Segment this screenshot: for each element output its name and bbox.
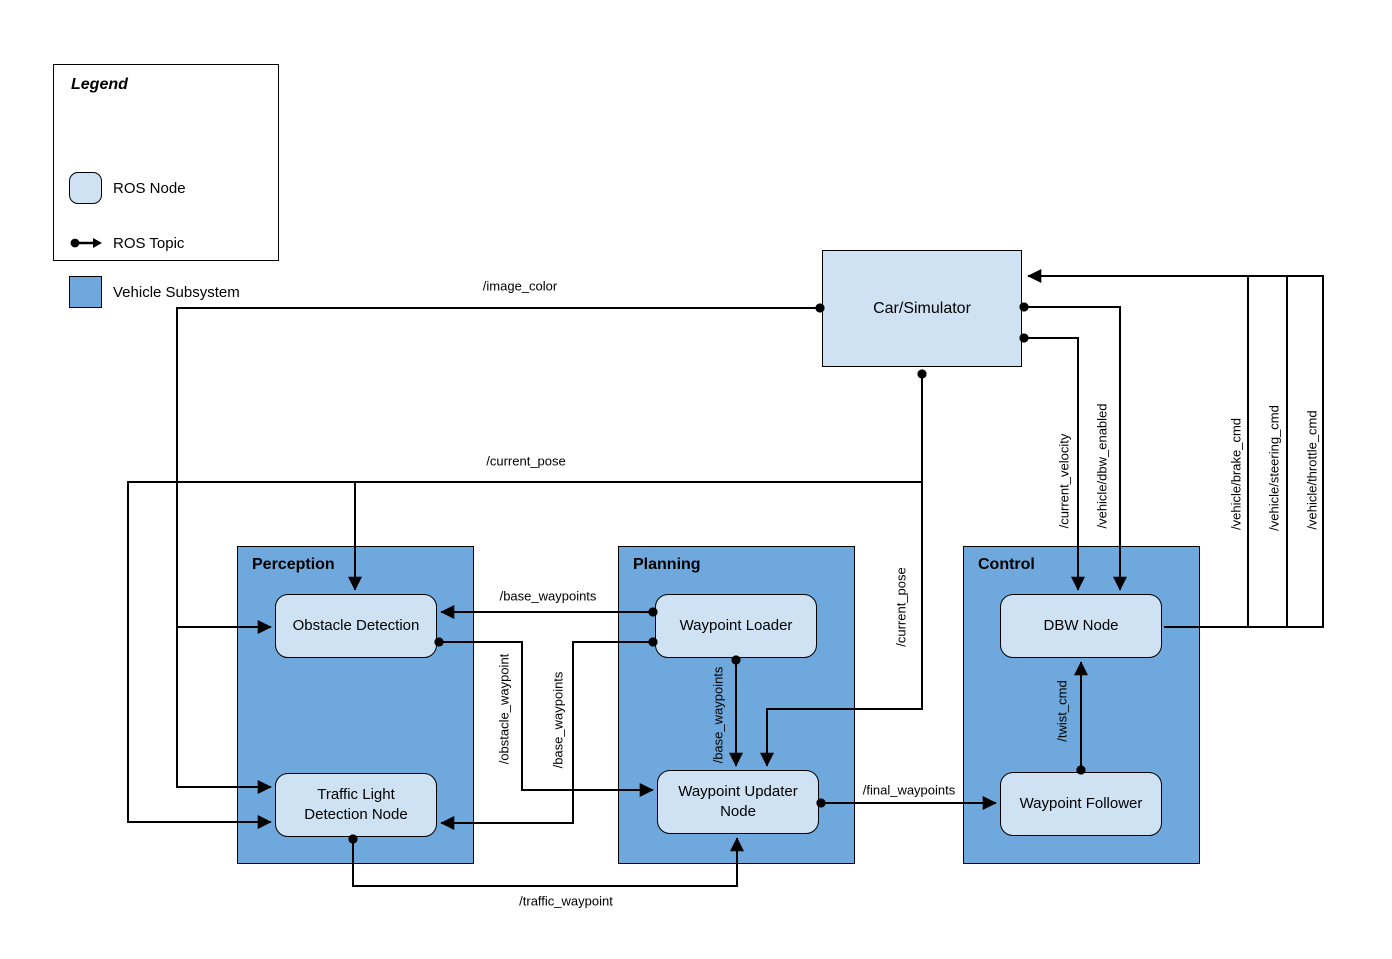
legend-label-vehicle-subsystem: Vehicle Subsystem <box>113 283 240 301</box>
subsystem-planning-title: Planning <box>633 556 701 573</box>
node-car-simulator: Car/Simulator <box>822 250 1022 367</box>
topic-label-current-velocity: /current_velocity <box>1056 433 1072 529</box>
topic-label-image-color: /image_color <box>482 278 558 294</box>
node-waypoint-updater: Waypoint Updater Node <box>657 770 819 834</box>
node-traffic-light-detection: Traffic Light Detection Node <box>275 773 437 837</box>
legend-label-ros-node: ROS Node <box>113 179 186 197</box>
node-waypoint-loader-label: Waypoint Loader <box>679 617 793 635</box>
topic-label-throttle-cmd: /vehicle/throttle_cmd <box>1304 410 1320 530</box>
node-traffic-light-detection-label: Traffic Light Detection Node <box>304 786 408 823</box>
topic-label-brake-cmd: /vehicle/brake_cmd <box>1228 418 1244 530</box>
legend: Legend ROS Node ROS Topic Vehicle Subsys… <box>53 64 279 308</box>
legend-label-ros-topic: ROS Topic <box>113 234 185 252</box>
topic-label-base-waypoints-top: /base_waypoints <box>499 588 597 604</box>
legend-row-ros-topic: ROS Topic <box>69 229 184 257</box>
ros-topic-arrow-icon <box>70 238 102 248</box>
legend-row-ros-node: ROS Node <box>69 172 186 204</box>
vehicle-subsystem-swatch-icon <box>69 276 102 308</box>
node-dbw-label: DBW Node <box>1043 617 1119 635</box>
legend-row-vehicle-subsystem: Vehicle Subsystem <box>69 276 240 308</box>
topic-label-final-waypoints: /final_waypoints <box>862 782 956 798</box>
legend-title: Legend <box>71 76 128 93</box>
node-dbw: DBW Node <box>1000 594 1162 658</box>
topic-label-current-pose-side: /current_pose <box>893 567 909 647</box>
node-waypoint-loader: Waypoint Loader <box>655 594 817 658</box>
topic-label-base-waypoints-mid: /base_waypoints <box>710 666 726 764</box>
topic-label-steering-cmd: /vehicle/steering_cmd <box>1266 405 1282 531</box>
topic-label-obstacle-waypoint: /obstacle_waypoint <box>496 653 512 765</box>
subsystem-perception-title: Perception <box>252 556 335 573</box>
topic-label-dbw-enabled: /vehicle/dbw_enabled <box>1094 403 1110 529</box>
node-waypoint-follower: Waypoint Follower <box>1000 772 1162 836</box>
node-obstacle-detection: Obstacle Detection <box>275 594 437 658</box>
topic-label-traffic-waypoint: /traffic_waypoint <box>519 893 613 909</box>
topic-label-twist-cmd: /twist_cmd <box>1054 680 1070 742</box>
topic-label-base-waypoints-left: /base_waypoints <box>550 671 566 769</box>
node-obstacle-detection-label: Obstacle Detection <box>292 617 420 635</box>
node-waypoint-updater-label: Waypoint Updater Node <box>678 783 798 820</box>
node-car-simulator-label: Car/Simulator <box>873 299 971 317</box>
ros-node-swatch-icon <box>69 172 102 204</box>
topic-label-current-pose: /current_pose <box>486 453 566 469</box>
subsystem-control-title: Control <box>978 556 1035 573</box>
node-waypoint-follower-label: Waypoint Follower <box>1019 795 1143 813</box>
